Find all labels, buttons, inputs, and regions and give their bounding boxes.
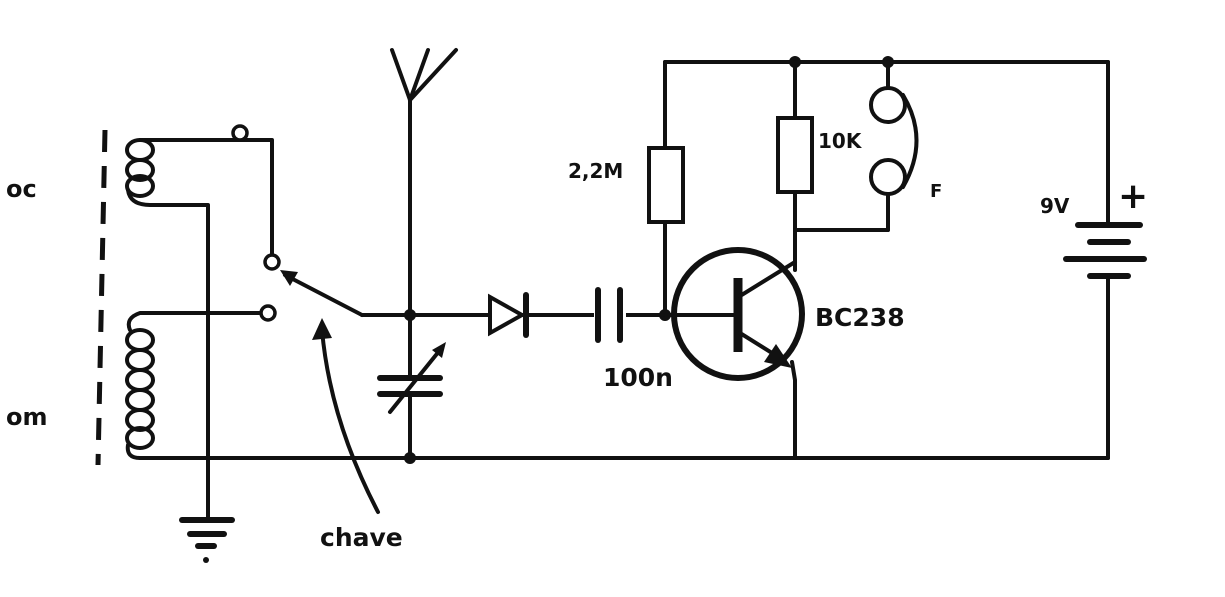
label-battery-voltage: 9V (1040, 194, 1070, 218)
switch-lever (283, 273, 364, 317)
capacitor-100n (594, 287, 626, 343)
switch-pointer (312, 318, 380, 514)
label-short-wave: oc (6, 175, 37, 203)
battery-9v (1063, 60, 1147, 460)
ferrite-core (95, 129, 108, 466)
label-earphone: F (930, 181, 942, 202)
label-resistor-base: 2,2M (568, 159, 623, 183)
coil-short-wave (125, 138, 242, 460)
label-battery-plus: + (1118, 176, 1148, 217)
resistor-10k (776, 60, 890, 272)
label-capacitor: 100n (603, 363, 673, 392)
label-medium-wave: om (6, 403, 48, 431)
earphone (869, 60, 919, 232)
diode (488, 292, 529, 338)
switch-contact-oc (263, 253, 281, 271)
antenna (390, 48, 458, 321)
label-switch: chave (320, 523, 403, 552)
variable-capacitor (377, 313, 446, 464)
coil-medium-wave (125, 311, 270, 460)
selector-switch[interactable] (231, 124, 364, 322)
label-resistor-collector: 10K (818, 129, 863, 153)
ground-symbol (179, 456, 235, 563)
resistor-2-2m (647, 60, 685, 317)
label-transistor: BC238 (815, 303, 905, 332)
switch-terminal-top (231, 124, 249, 142)
wire-oc-to-switch (238, 138, 274, 264)
transistor-bc238 (663, 247, 805, 460)
switch-contact-om (259, 304, 277, 322)
